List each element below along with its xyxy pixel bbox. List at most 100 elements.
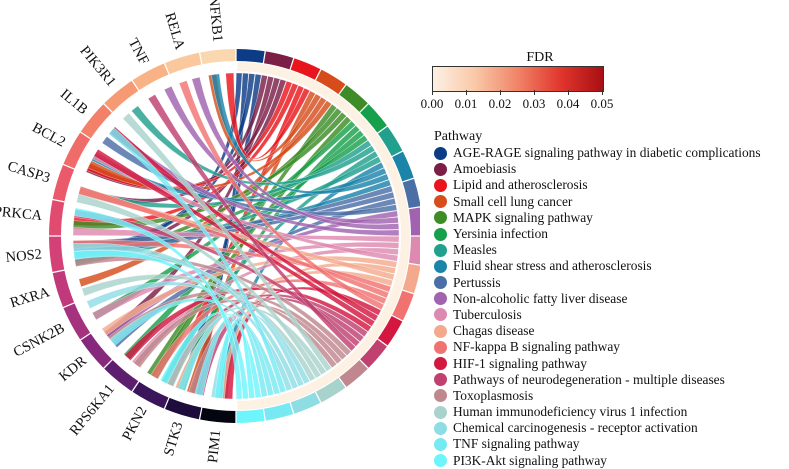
- legend-label: Lipid and atherosclerosis: [453, 177, 588, 193]
- colorbar-title: FDR: [526, 50, 554, 65]
- colorbar-tick: [466, 90, 467, 95]
- pathway-legend: AGE-RAGE signaling pathway in diabetic c…: [434, 145, 761, 469]
- chord-ribbon: [81, 274, 316, 382]
- gene-arc: [165, 397, 202, 420]
- gene-arc: [132, 381, 169, 409]
- gene-label: CSNK2B: [11, 320, 68, 360]
- pathway-arc: [339, 360, 368, 387]
- pathway-arc: [377, 126, 403, 157]
- fdr-colorbar: [432, 66, 604, 92]
- pathway-arc: [315, 69, 346, 95]
- legend-color-dot: [434, 373, 447, 387]
- chord-ribbon: [92, 151, 399, 262]
- legend-label: Fluid shear stress and atherosclerosis: [453, 258, 652, 274]
- legend-color-dot: [434, 308, 447, 322]
- legend-label: Pathways of neurodegeneration - multiple…: [453, 371, 725, 387]
- legend-item: Toxoplasmosis: [434, 388, 761, 404]
- legend-item: Pathways of neurodegeneration - multiple…: [434, 372, 761, 388]
- legend-item: Non-alcoholic fatty liver disease: [434, 291, 761, 307]
- gene-arc: [132, 63, 169, 91]
- chord-ribbon: [74, 254, 352, 356]
- legend-color-dot: [434, 324, 447, 338]
- chord-ribbon: [214, 316, 256, 399]
- chord-ribbon: [74, 207, 243, 400]
- gene-label: BCL2: [29, 120, 68, 151]
- gene-label: PIK3R1: [76, 43, 119, 90]
- pathway-arc: [392, 290, 414, 321]
- legend-color-dot: [434, 437, 447, 451]
- pathway-arcs: [236, 49, 420, 423]
- gene-label: KDR: [56, 353, 90, 385]
- legend-item: TNF signaling pathway: [434, 436, 761, 452]
- pathway-arc: [236, 49, 265, 64]
- pathway-arc: [315, 377, 346, 403]
- pathway-arc: [360, 339, 387, 368]
- legend-label: Pertussis: [453, 274, 501, 290]
- colorbar-tick: [534, 90, 535, 95]
- legend-color-dot: [434, 405, 447, 419]
- legend-label: NF-kappa B signaling pathway: [453, 339, 620, 355]
- pathway-arc: [290, 392, 321, 414]
- legend-color-dot: [434, 146, 447, 160]
- gene-label: RXRA: [8, 284, 52, 311]
- legend-item: Chemical carcinogenesis - receptor activ…: [434, 420, 761, 436]
- chord-diagram: PIM1STK3PKN2RPS6KA1KDRCSNK2BRXRANOS2PRKC…: [0, 0, 420, 464]
- legend-color-dot: [434, 357, 447, 371]
- chord-ribbon: [76, 194, 322, 379]
- legend-color-dot: [434, 195, 447, 209]
- pathway-arc: [339, 85, 368, 112]
- colorbar-tick-label: 0.04: [556, 96, 580, 111]
- legend-item: Lipid and atherosclerosis: [434, 177, 761, 193]
- gene-arc: [104, 80, 139, 112]
- gene-label: CASP3: [6, 158, 52, 186]
- legend-color-dot: [434, 227, 447, 241]
- pathway-arc: [392, 151, 414, 182]
- legend-item: AGE-RAGE signaling pathway in diabetic c…: [434, 145, 761, 161]
- legend-color-dot: [434, 421, 447, 435]
- legend-label: TNF signaling pathway: [453, 436, 580, 452]
- legend-item: Small cell lung cancer: [434, 194, 761, 210]
- legend-item: Human immunodeficiency virus 1 infection: [434, 404, 761, 420]
- pathway-arc: [408, 207, 420, 236]
- legend-item: PI3K-Akt signaling pathway: [434, 453, 761, 469]
- legend-label: Chemical carcinogenesis - receptor activ…: [453, 420, 698, 436]
- gene-label: PKN2: [119, 404, 150, 444]
- colorbar-tick-label: 0.02: [488, 96, 512, 111]
- pathway-arc: [402, 263, 420, 294]
- colorbar-tick: [432, 90, 433, 95]
- legend-item: Amoebiasis: [434, 161, 761, 177]
- gene-arc: [80, 333, 112, 368]
- gene-label: PIM1: [205, 429, 224, 463]
- legend-label: Human immunodeficiency virus 1 infection: [453, 404, 688, 420]
- gene-arc: [52, 270, 75, 307]
- chord-ribbon: [108, 127, 287, 393]
- gene-arc: [52, 165, 75, 202]
- colorbar-tick-label: 0.03: [522, 96, 546, 111]
- gene-arc: [80, 104, 112, 139]
- chord-ribbon: [93, 149, 376, 327]
- legend-color-dot: [434, 276, 447, 290]
- gene-arc: [49, 236, 65, 272]
- legend-title: Pathway: [434, 129, 483, 144]
- gene-arc: [200, 407, 236, 423]
- legend-item: Yersinia infection: [434, 226, 761, 242]
- chord-ribbon: [178, 80, 385, 310]
- legend-color-dot: [434, 211, 447, 225]
- gene-label: NOS2: [5, 246, 43, 265]
- gene-arc: [200, 49, 236, 65]
- chord-ribbon: [131, 105, 376, 186]
- legend-label: Chagas disease: [453, 323, 535, 339]
- pathway-arc: [408, 236, 420, 265]
- colorbar-tick: [602, 90, 603, 95]
- chord-ribbon: [147, 94, 356, 352]
- colorbar-tick-label: 0.05: [590, 96, 614, 111]
- pathway-arc: [402, 178, 420, 209]
- gene-label: PRKCA: [0, 204, 43, 225]
- chord-ribbon: [73, 250, 249, 400]
- gene-arc: [104, 360, 139, 392]
- chord-ribbons: [72, 72, 400, 400]
- chord-ribbon: [191, 76, 400, 230]
- legend-label: Toxoplasmosis: [453, 387, 534, 403]
- legend-color-dot: [434, 162, 447, 176]
- legend-label: HIF-1 signaling pathway: [453, 355, 587, 371]
